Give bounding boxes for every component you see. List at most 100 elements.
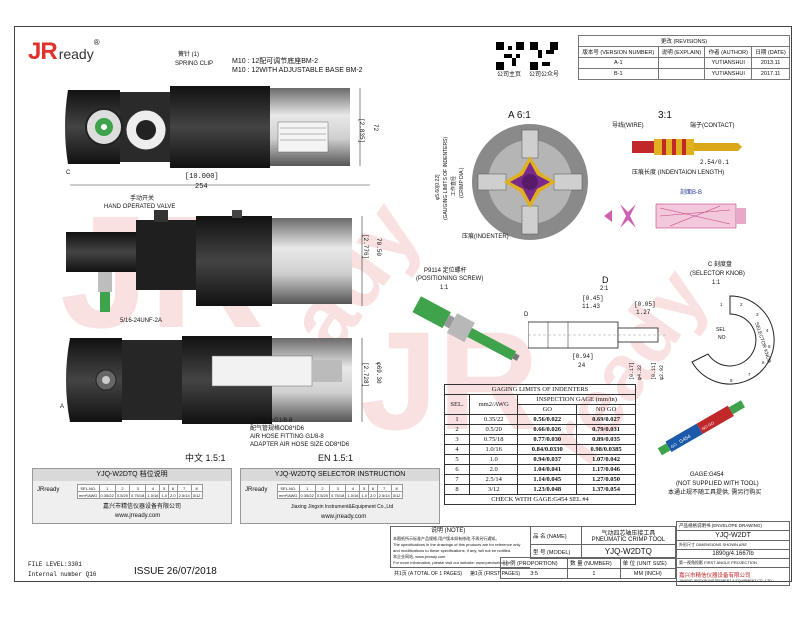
notes-title: 说明 (NOTE) — [431, 528, 466, 534]
unit-value: MM (INCH) — [619, 568, 677, 579]
revisions-title: 更改 (REVISIONS) — [578, 35, 790, 47]
top-length: 254 — [195, 183, 208, 191]
title-block-props: 比 例 (PROPORTION) 数 量 (NUMBER) 单 位 (UNIT … — [499, 557, 677, 579]
gage-label: G454 — [678, 434, 692, 445]
notes-line: The specifications in the drawings of th… — [393, 542, 521, 547]
top-length-ref: [10.000] — [185, 173, 219, 181]
qr-label-homepage: 公司主页 — [497, 72, 522, 78]
detail-d-d4-ref: [0.17] — [629, 361, 635, 380]
gage-drawing: G454 NO GO GO — [657, 400, 745, 456]
gaging-check: CHECK WITH GAGE:G454 SEL #4 — [444, 494, 636, 505]
card-en-brand: JRready — [245, 487, 268, 493]
file-level: FILE LEVEL:3301 — [28, 561, 83, 568]
proportion-label: 比 例 (PROPORTION) — [499, 557, 569, 569]
qr-code-homepage — [496, 42, 524, 70]
company-cn: 嘉兴市精信仪器设备有限公司 — [679, 572, 751, 579]
detail-d-d5-ref: [0.11] — [651, 361, 657, 380]
section-bb-drawing — [604, 203, 746, 229]
top-height: 72 — [372, 124, 379, 132]
number-label: 数 量 (NUMBER) — [567, 557, 621, 569]
spring-clip-label-cn: 簧针 (1) — [178, 52, 200, 58]
side-dim: 70.50 — [375, 238, 382, 257]
drawing-sheet — [14, 26, 792, 582]
svg-text:4: 4 — [766, 328, 769, 333]
contact-drawing — [632, 139, 742, 155]
hose-label-cn2: 配气管规格OD8*ID6 — [250, 426, 305, 432]
gaging-header: SEL. mm2/AWG INSPECTION GAGE (mm/in) — [444, 394, 636, 415]
svg-text:6: 6 — [762, 360, 765, 365]
detail-c-title: C 刻度盘 — [708, 262, 733, 268]
screw-scale: 1:1 — [440, 285, 449, 291]
qr-code-wechat — [530, 42, 558, 70]
screw-label-cn: P9114 定位螺杆 — [424, 268, 467, 274]
detail-a-title: A 6:1 — [508, 110, 531, 121]
number-value: 1 — [567, 568, 621, 579]
tool-bottom-view — [66, 336, 363, 424]
detail-c-subtitle: (SELECTOR KNOB) — [690, 271, 745, 277]
svg-text:5: 5 — [768, 344, 771, 349]
unit-label: 单 位 (UNIT SIZE) — [619, 557, 677, 569]
notes-block: 说明 (NOTE) 本图纸所示标准产品规格,用户版本如有修改,不再另行通知。 T… — [390, 526, 530, 568]
card-en-title: YJQ-W2DTQ SELECTOR INSTRUCTION — [241, 469, 439, 481]
detail-d-d1: 11.43 — [582, 303, 601, 310]
scale-cn: 中文 1.5:1 — [185, 453, 226, 463]
detail-c-scale: 1:1 — [712, 280, 721, 286]
product-code: YJQ-W2DT — [676, 530, 790, 541]
detail-d-d2: 1.27 — [636, 309, 651, 316]
knob-sel-label: SEL — [716, 327, 726, 333]
callout-a: A — [60, 404, 65, 410]
title-block-right: 产品规格说明书 (ENVELOPE DRAWING) YJQ-W2DT 外形尺寸… — [676, 521, 790, 586]
qr-label-wechat: 公司公众号 — [529, 72, 560, 78]
name-label: 品 名 (NAME) — [530, 526, 582, 545]
positioning-screw-drawing — [412, 296, 520, 361]
gaging-limits-table: GAGING LIMITS OF INDENTERS SEL. mm2/AWG … — [444, 384, 636, 505]
gage-note-cn: 本通止规不随工具提供, 需另行购买 — [668, 490, 762, 496]
thread-label: 5/16-24UNF-2A — [120, 318, 163, 324]
hose-label-cn1: 气管接头G1/8-8 — [250, 418, 293, 424]
spring-clip-label-en: SPRING CLIP — [175, 61, 214, 67]
svg-text:3: 3 — [756, 312, 759, 317]
angle-label: 第一视角投影 FIRST ANGLE PROJECTION — [676, 558, 790, 568]
detail-a-drawing — [472, 124, 588, 240]
valve-label-en: HAND OPERATED VALVE — [104, 204, 176, 210]
card-cn-company: 嘉兴市精信仪器设备有限公司 — [103, 504, 182, 510]
detail-d-d2-ref: [0.05] — [634, 301, 656, 308]
detail-a-v1: φ5.60[0.22] — [435, 174, 441, 200]
weight-label: 外形尺寸 DIMENSIONS SHOWN ARE — [676, 540, 790, 550]
detail-d-callout: D — [524, 312, 529, 318]
first-page: 第1页 (FIRST PAGES) — [470, 571, 521, 577]
tool-top-view — [65, 86, 361, 168]
detail-d-d3: 24 — [578, 362, 586, 369]
top-height-ref: [2.835] — [358, 118, 365, 144]
detail-d-title: D — [602, 275, 609, 285]
detail-a-v3: 工作直径 — [451, 175, 457, 196]
gage-nogo: NO GO — [701, 420, 715, 431]
base-label-cn: M10 : 12配可调节底座BM-2 — [232, 58, 318, 65]
detail-d-scale: 2:1 — [600, 286, 609, 292]
hose-label-en1: AIR HOSE FITTING G1/8-8 — [250, 434, 324, 440]
card-en-company: Jiaxing Jingxin Instrument&Equipment Co.… — [291, 504, 394, 510]
svg-text:2: 2 — [740, 302, 743, 307]
svg-text:1: 1 — [720, 302, 723, 307]
top-length-dimension — [70, 184, 370, 186]
company-block: 嘉兴市精信仪器设备有限公司 JIAXING JINGXIN INSTRUMENT… — [676, 567, 790, 586]
notes-line: 本企业网站: www.jrready.com — [393, 554, 446, 559]
internal-number: Internal number Q16 — [28, 571, 97, 578]
notes-line: 本图纸所示标准产品规格,用户版本如有修改,不再另行通知。 — [393, 536, 500, 541]
card-cn-brand: JRready — [37, 487, 60, 493]
card-cn-title: YJQ-W2DTQ 档位说明 — [33, 469, 231, 481]
